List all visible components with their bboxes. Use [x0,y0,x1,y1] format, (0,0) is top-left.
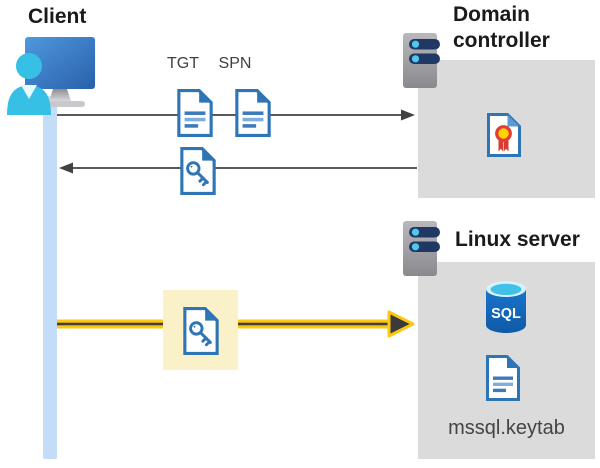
client-title: Client [28,5,87,28]
tgt-label: TGT [167,55,199,72]
arrowhead-right-icon [401,109,415,121]
certificate-icon [486,112,522,158]
service-ticket-key-document-icon [182,306,220,356]
key-glyph-icon [186,161,209,187]
keytab-document-icon [485,354,521,402]
ticket-key-document-icon [179,146,217,196]
spn-document-icon [234,88,272,138]
sql-database-icon: SQL [484,279,528,335]
keytab-filename-label: mssql.keytab [448,417,565,439]
monitor-icon [25,37,95,107]
person-icon [7,53,51,115]
request-arrow [57,107,417,123]
tgt-document-icon [176,88,214,138]
arrowhead-yellow-icon [387,310,415,338]
client-lifeline [43,96,57,459]
arrowhead-left-icon [59,162,73,174]
client-computer-icon [3,33,103,115]
sql-label: SQL [491,306,521,322]
response-arrow [57,160,417,176]
domain-controller-title: Domain controller [453,3,550,52]
domain-controller-server-icon [403,33,443,88]
key-glyph-icon [189,321,212,347]
linux-server-icon [403,221,443,276]
spn-label: SPN [218,55,252,72]
linux-server-title: Linux server [455,228,580,251]
